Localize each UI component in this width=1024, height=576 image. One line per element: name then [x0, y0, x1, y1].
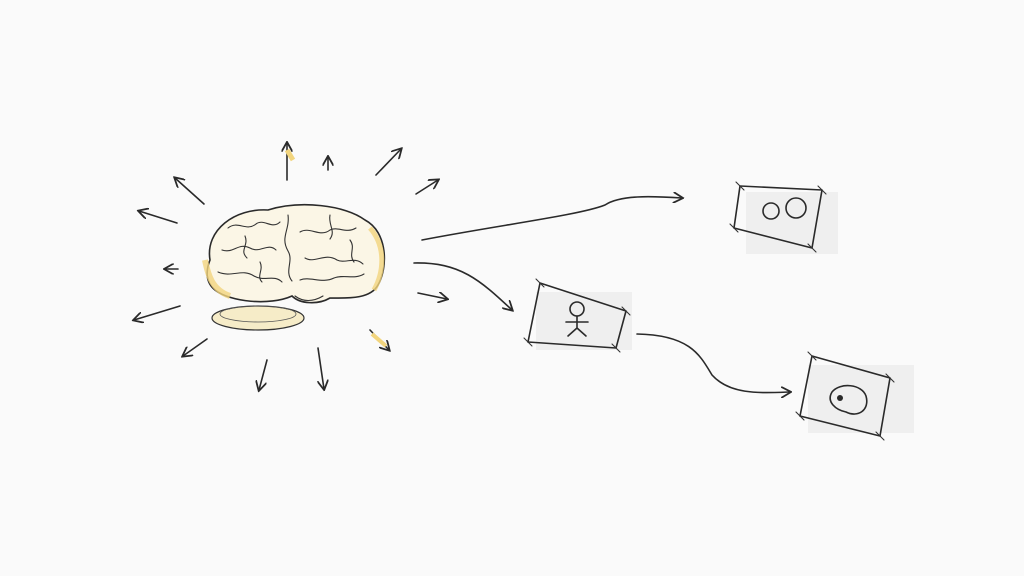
- radiating-arrows: [134, 143, 447, 390]
- arrow-icon: [175, 178, 205, 205]
- arrow-icon: [417, 293, 447, 299]
- arrow-icon: [139, 211, 178, 224]
- arrow-icon: [134, 305, 181, 320]
- highlight-stroke: [284, 148, 296, 162]
- flow-arrows: [413, 197, 790, 393]
- arrow-icon: [375, 149, 401, 176]
- arrow-to-middle-frame: [413, 262, 512, 310]
- frame-blob-icon: [795, 351, 914, 441]
- arrow-icon: [259, 359, 268, 390]
- frame-figure-icon: [523, 278, 632, 353]
- arrow-icon: [415, 180, 438, 195]
- arrow-to-bottom-frame: [636, 333, 790, 393]
- arrow-icon: [183, 338, 208, 356]
- arrow-icon: [318, 347, 324, 389]
- highlight-stroke: [370, 332, 388, 348]
- arrow-to-top-frame: [421, 197, 682, 241]
- frame-eyes-icon: [729, 181, 838, 254]
- brain-icon: [202, 204, 386, 331]
